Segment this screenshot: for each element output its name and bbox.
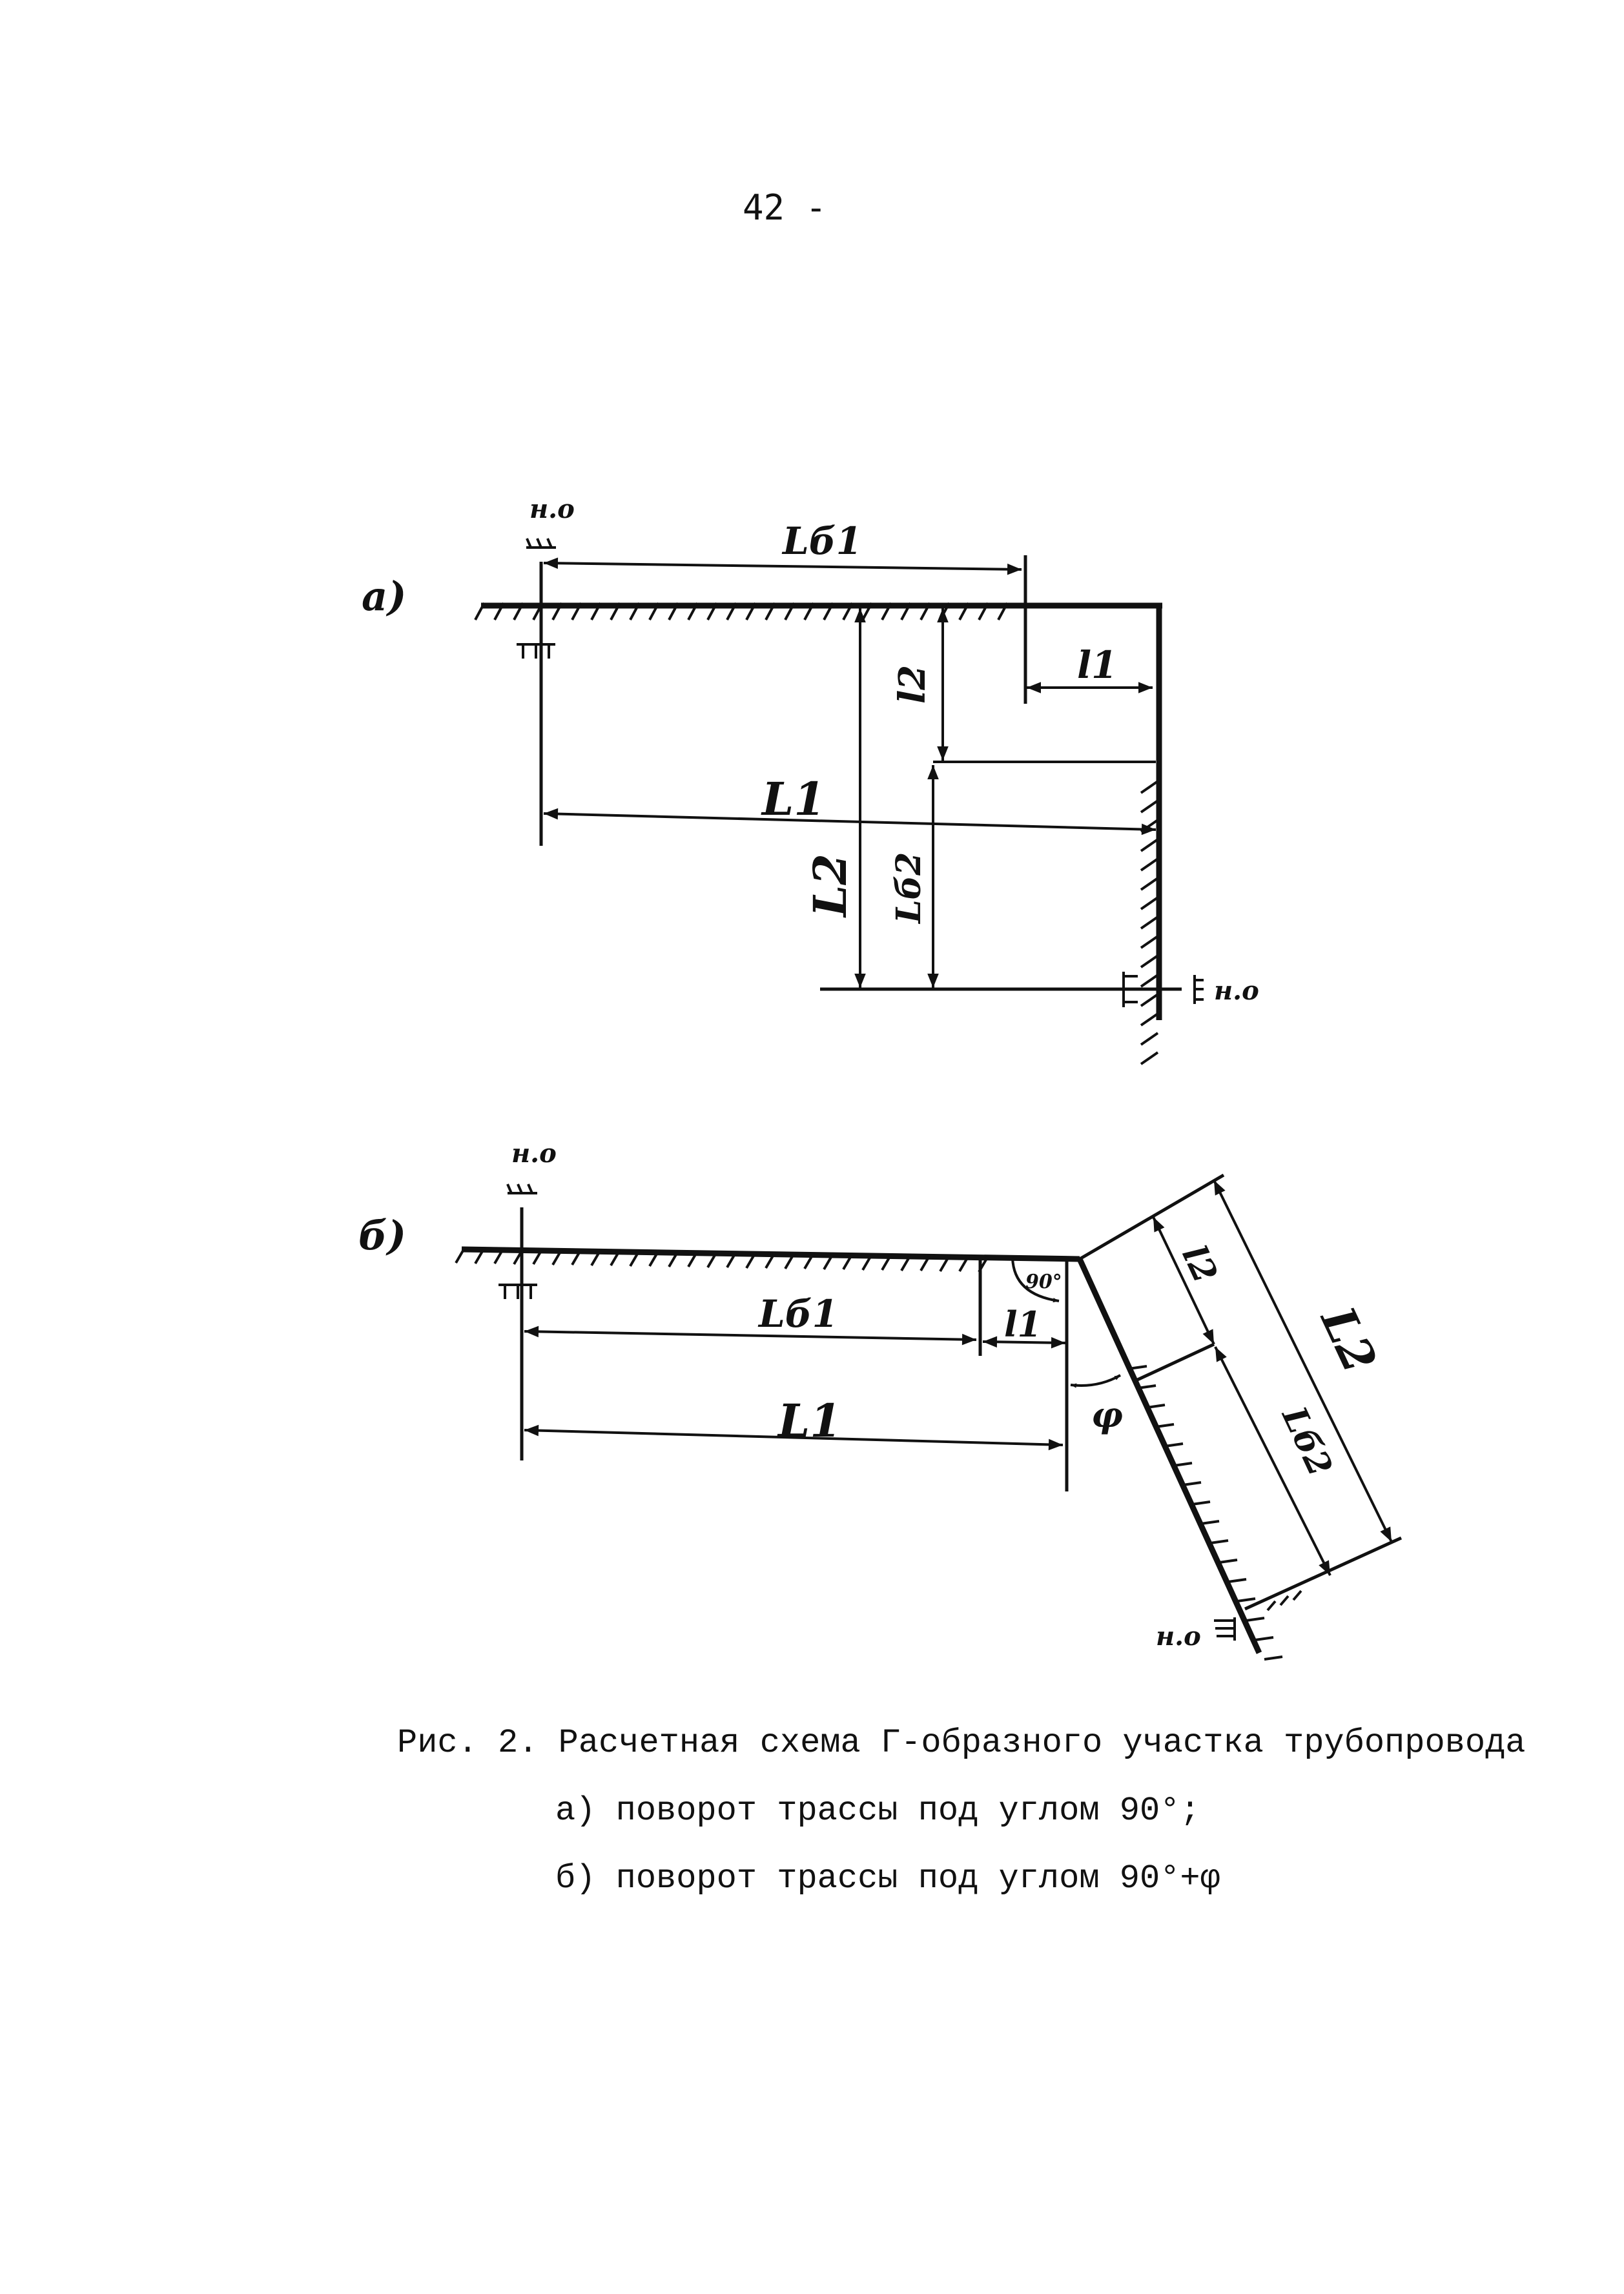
dim-b-l2-label: l2 xyxy=(1174,1240,1225,1289)
page-number: 42 - xyxy=(743,187,827,228)
anchor-a-top-icon xyxy=(526,538,556,549)
dim-b-L2 xyxy=(1213,1180,1393,1542)
anchor-a-top-label: н.о xyxy=(529,494,575,524)
dim-a-L1-label: L1 xyxy=(761,772,825,826)
pipe-b-diagonal xyxy=(1076,1258,1262,1654)
angle-b-90-label: 90° xyxy=(1025,1271,1062,1293)
dim-b-lb1-label: Lб1 xyxy=(757,1292,838,1336)
angle-b-phi-label: φ xyxy=(1091,1394,1123,1435)
dim-a-Lb2-label: Lб2 xyxy=(889,852,929,925)
pipe-b-horizontal xyxy=(461,1246,1080,1262)
hatch-a-vertical xyxy=(1140,780,1159,1065)
guide-a-bottom-icon xyxy=(1122,972,1138,1007)
dim-b-L1 xyxy=(524,1424,1064,1451)
guide-a-top-icon xyxy=(517,643,555,659)
dim-a-lb1-label: Lб1 xyxy=(781,519,862,563)
extension-b-mid-perp xyxy=(1132,1342,1215,1384)
extension-b-top-perp xyxy=(1078,1173,1225,1261)
extension-b-bottom-perp xyxy=(1244,1536,1403,1611)
hatch-b-diagonal xyxy=(1128,1365,1283,1661)
anchor-a-right-icon xyxy=(1193,975,1204,1004)
figure-caption-title: Рис. 2. Расчетная схема Г-образного учас… xyxy=(397,1724,1526,1762)
dim-a-L2-label: L2 xyxy=(803,854,857,918)
dim-b-l1-label: l1 xyxy=(1004,1304,1042,1345)
angle-b-90-arc xyxy=(1011,1257,1060,1303)
figure-caption-b: б) поворот трассы под углом 90°+φ xyxy=(555,1859,1220,1898)
dim-a-l2-label: l2 xyxy=(891,665,934,704)
figure-a: a) н.о Lб1 l1 l2 xyxy=(362,494,1259,1065)
figure-a-label: a) xyxy=(362,573,407,620)
angle-b-phi-arc xyxy=(1070,1374,1121,1388)
anchor-b-top-icon xyxy=(506,1183,537,1194)
hatch-b-horizontal xyxy=(455,1246,989,1273)
figure-caption-a: а) поворот трассы под углом 90°; xyxy=(555,1792,1200,1830)
dim-a-l1-label: l1 xyxy=(1077,643,1117,687)
dim-a-lb1 xyxy=(543,557,1022,575)
dim-b-l1 xyxy=(982,1336,1066,1349)
anchor-a-right-label: н.о xyxy=(1214,976,1259,1006)
figure-b: б) н.о Lб1 l1 L1 xyxy=(358,1138,1403,1661)
anchor-b-bottom-label: н.о xyxy=(1156,1621,1201,1652)
anchor-b-top-label: н.о xyxy=(511,1138,557,1169)
dim-b-Lb2-label: Lб2 xyxy=(1273,1400,1340,1482)
dim-a-L1 xyxy=(543,808,1156,835)
dim-b-L2-label: L2 xyxy=(1310,1297,1388,1380)
dim-b-L1-label: L1 xyxy=(777,1394,841,1448)
guide-b-top-icon xyxy=(499,1284,537,1299)
figure-b-label: б) xyxy=(358,1212,406,1259)
guide-b-bottom-icon xyxy=(1266,1590,1302,1612)
dim-b-lb1 xyxy=(524,1326,977,1346)
dim-b-l2 xyxy=(1152,1216,1215,1345)
anchor-b-bottom-icon xyxy=(1214,1617,1236,1641)
